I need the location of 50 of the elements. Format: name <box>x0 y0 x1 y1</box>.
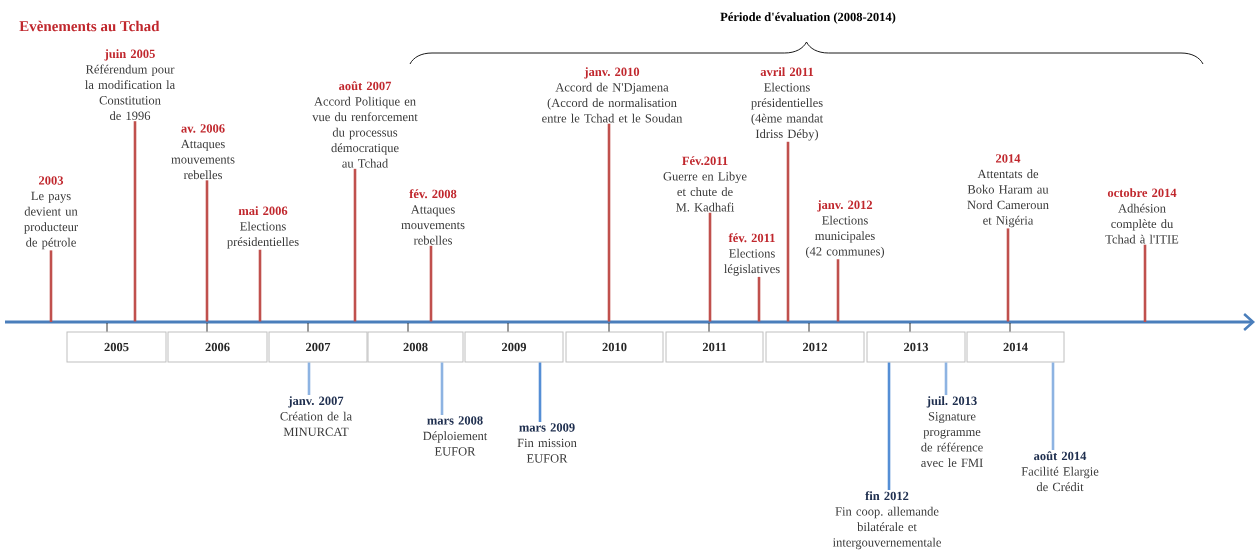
year-box: 2014 <box>966 331 1065 363</box>
event-label: mai 2006 Elections présidentielles <box>227 206 299 249</box>
timeline-stem <box>440 362 444 415</box>
timeline-stem <box>205 180 209 322</box>
timeline-stem <box>307 362 311 395</box>
event-label: mars 2008 Déploiement EUFOR <box>423 416 488 456</box>
event-label: 2003 Le pays devient un producteur de pétrole <box>24 176 78 250</box>
year-box: 2008 <box>367 331 464 363</box>
year-box: 2011 <box>665 331 764 363</box>
year-box: 2010 <box>565 331 664 363</box>
event-label: avril 2011 Elections présidentielles (4ème mandat Idriss Déby) <box>751 67 824 141</box>
timeline-stem <box>836 259 840 322</box>
year-box: 2007 <box>268 331 368 363</box>
timeline-stem <box>258 249 262 322</box>
event-label: av. 2006 Attaques mouvements rebelles <box>171 124 235 180</box>
year-box: 2013 <box>866 331 966 363</box>
timeline-stem <box>1006 228 1010 322</box>
event-label: fin 2012 Fin coop. allemande bilatérale et intergouvernementale <box>832 491 941 550</box>
event-label: août 2007 Accord Politique en vue du renforcement du processus démocratique au Tchad <box>312 81 418 168</box>
timeline-stem <box>786 141 790 322</box>
timeline-stem <box>944 362 948 395</box>
event-label: juil. 2013 Signature programme de référence avec le FMI <box>921 396 983 467</box>
timeline-stem <box>607 123 611 322</box>
year-box: 2005 <box>66 331 167 363</box>
event-label: janv. 2007 Création de la MINURCAT <box>280 396 352 436</box>
event-label: août 2014 Facilité Elargie de Crédit <box>1021 451 1099 492</box>
event-label: fév. 2008 Attaques mouvements rebelles <box>401 189 465 245</box>
timeline-stem <box>708 212 712 322</box>
event-label: mars 2009 Fin mission EUFOR <box>517 423 577 463</box>
timeline-stem <box>757 276 761 322</box>
timeline-stem <box>49 250 53 322</box>
timeline-stem <box>887 362 891 490</box>
year-box: 2006 <box>167 331 268 363</box>
event-label: fév. 2011 Elections législatives <box>724 233 780 276</box>
timeline-stem <box>1051 362 1055 450</box>
year-box: 2009 <box>464 331 564 363</box>
event-label: 2014 Attentats de Boko Haram au Nord Cameroun et Nigéria <box>967 154 1049 228</box>
timeline-stem <box>429 245 433 322</box>
year-box: 2012 <box>765 331 865 363</box>
brace-label: Période d'évaluation (2008-2014) <box>720 12 896 24</box>
event-label: octobre 2014 Adhésion complète du Tchad à l'ITIE <box>1105 188 1179 244</box>
title: Evènements au Tchad <box>19 20 160 32</box>
timeline-stem <box>538 362 542 422</box>
event-label: janv. 2012 Elections municipales (42 communes) <box>806 200 885 259</box>
timeline-stem <box>353 168 357 322</box>
event-label: Fév.2011 Guerre en Libye et chute de M. Kadhafi <box>663 156 747 212</box>
timeline-stem <box>133 121 137 322</box>
timeline-stem <box>1143 244 1147 322</box>
event-label: juin 2005 Référendum pour la modification la Constitution de 1996 <box>85 49 175 120</box>
event-label: janv. 2010 Accord de N'Djamena (Accord de normalisation entre le Tchad et le Soudan <box>542 67 683 123</box>
